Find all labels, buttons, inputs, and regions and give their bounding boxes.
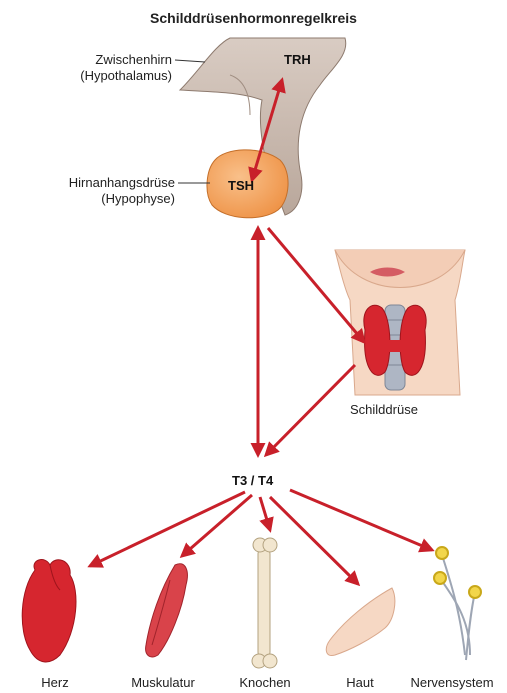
bone-icon (252, 538, 277, 668)
target-label-heart: Herz (0, 675, 110, 691)
skin-icon (326, 588, 395, 656)
neuron-icon (434, 547, 481, 660)
t3t4-nerve-arrow (290, 490, 432, 550)
target-label-muscle: Muskulatur (108, 675, 218, 691)
muscle-icon (146, 564, 188, 657)
pituitary-label-line1: Hirnanhangsdrüse (30, 175, 175, 191)
pituitary-label-line2: (Hypophyse) (30, 191, 175, 207)
heart-icon (22, 560, 76, 662)
hypothalamus-label-line1: Zwischenhirn (50, 52, 172, 68)
hypothalamus-label: Zwischenhirn (Hypothalamus) (50, 52, 172, 84)
diagram-title: Schilddrüsenhormonregelkreis (0, 10, 507, 26)
thyroid-t3t4-arrow (266, 365, 355, 455)
neck-thyroid-illustration (320, 248, 465, 398)
t3t4-skin-arrow (270, 497, 358, 584)
trh-label: TRH (284, 52, 311, 67)
t3t4-heart-arrow (90, 492, 245, 566)
target-label-nervous-system: Nervensystem (397, 675, 507, 691)
t3t4-bone-arrow (260, 497, 270, 530)
tsh-label: TSH (228, 178, 254, 193)
hypothalamus-leader-line (175, 60, 205, 62)
t3t4-label: T3 / T4 (232, 473, 273, 488)
pituitary-label: Hirnanhangsdrüse (Hypophyse) (30, 175, 175, 207)
hypothalamus-label-line2: (Hypothalamus) (50, 68, 172, 84)
target-label-bone: Knochen (210, 675, 320, 691)
thyroid-label: Schilddrüse (350, 402, 418, 418)
